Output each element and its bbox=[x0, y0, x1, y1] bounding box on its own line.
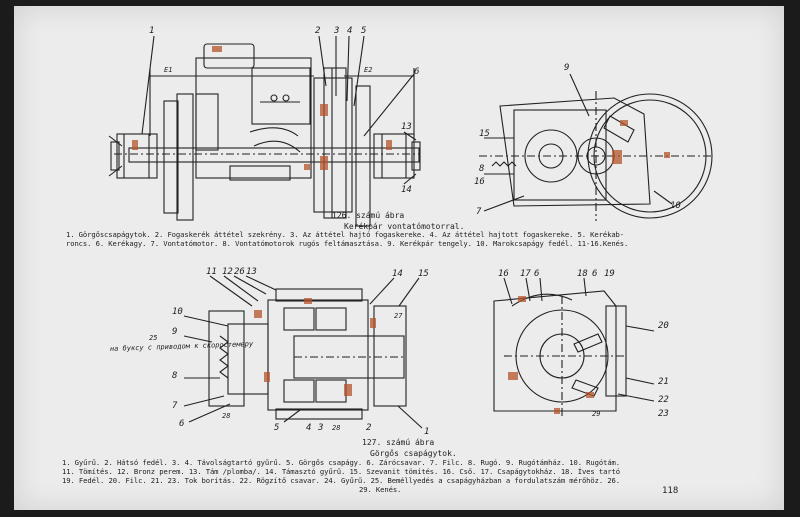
callout: 13 bbox=[401, 122, 412, 132]
document-page: 1 2 3 4 5 6 13 14 E1 E2 9 15 8 16 7 10 1… bbox=[14, 6, 784, 510]
callout: 16 bbox=[474, 177, 485, 187]
callout: 11 bbox=[206, 267, 217, 277]
bearing-box-end-view bbox=[493, 277, 655, 418]
callout: 19 bbox=[604, 269, 615, 279]
callout: 6 bbox=[534, 269, 539, 279]
callout: 10 bbox=[172, 307, 183, 317]
callout: 18 bbox=[577, 269, 588, 279]
callout: 4 bbox=[347, 26, 352, 36]
callout: 22 bbox=[658, 395, 669, 405]
callout: 9 bbox=[172, 327, 177, 337]
callout: 21 bbox=[658, 377, 669, 387]
callout: 14 bbox=[392, 269, 403, 279]
fig126-caption-line: roncs. 6. Kerékagy. 7. Vontatómotor. 8. … bbox=[66, 239, 629, 248]
callout: 8 bbox=[479, 164, 484, 174]
callout: 28 bbox=[222, 412, 230, 420]
callout: 29 bbox=[592, 410, 600, 418]
fig127-title: Görgős csapágytok. bbox=[370, 449, 457, 458]
side-view-drawing bbox=[479, 73, 714, 221]
callout: 2 bbox=[366, 423, 371, 433]
fig127-caption-line: 1. Gyűrű. 2. Hátsó fedél. 3. 4. Távolság… bbox=[62, 458, 620, 467]
callout: 7 bbox=[476, 207, 482, 217]
page-number: 118 bbox=[662, 486, 679, 496]
callout: 25 bbox=[149, 334, 157, 342]
callout: 4 bbox=[306, 423, 311, 433]
callout: 26 bbox=[234, 267, 245, 277]
callout: 2 bbox=[315, 26, 320, 36]
callout: 7 bbox=[172, 401, 178, 411]
handwritten-note: на буксу с приводом к скоростемеру bbox=[110, 340, 254, 353]
dim-label: E2 bbox=[364, 66, 372, 74]
callout: 5 bbox=[274, 423, 279, 433]
callout: 12 bbox=[222, 267, 233, 277]
callout: 3 bbox=[317, 423, 323, 433]
bearing-box-section bbox=[183, 275, 423, 429]
fig126-callouts: 1 2 3 4 5 6 13 14 E1 E2 9 15 8 16 7 10 bbox=[149, 26, 681, 217]
callout: 8 bbox=[172, 371, 177, 381]
fig127-caption-line: 11. Tömítés. 12. Bronz perem. 13. Tám /p… bbox=[62, 467, 620, 476]
callout: 20 bbox=[658, 321, 669, 331]
callout: 15 bbox=[418, 269, 429, 279]
callout: 27 bbox=[394, 312, 403, 320]
callout: 1 bbox=[424, 427, 429, 437]
callout: 6 bbox=[414, 67, 419, 77]
callout: 10 bbox=[670, 201, 681, 211]
fig127-caption-line: 19. Fedél. 20. Filc. 21. 23. Tok borítás… bbox=[62, 476, 620, 485]
callout: 1 bbox=[149, 26, 154, 36]
technical-drawings: 1 2 3 4 5 6 13 14 E1 E2 9 15 8 16 7 10 1… bbox=[108, 26, 714, 437]
wheelset-drawing bbox=[108, 35, 421, 227]
callout: 13 bbox=[246, 267, 257, 277]
callout: 28 bbox=[332, 424, 340, 432]
fig127-caption-line: 29. Kenés. bbox=[359, 485, 402, 494]
callout: 16 bbox=[498, 269, 509, 279]
callout: 17 bbox=[520, 269, 531, 279]
callout: 5 bbox=[361, 26, 366, 36]
callout: 9 bbox=[564, 63, 569, 73]
callout: 23 bbox=[658, 409, 669, 419]
fig126-caption-line: 1. Görgőscsapágytok. 2. Fogaskerék áttét… bbox=[66, 230, 624, 239]
callout: 6 bbox=[592, 269, 597, 279]
dim-label: E1 bbox=[164, 66, 172, 74]
callout: 14 bbox=[401, 185, 412, 195]
callout: 6 bbox=[179, 419, 184, 429]
fig126-title: Kerékpár vontatómotorral. bbox=[344, 222, 465, 231]
callout: 15 bbox=[479, 129, 490, 139]
fig126-number: 126. számú ábra bbox=[332, 211, 405, 220]
callout: 3 bbox=[333, 26, 339, 36]
fig127-number: 127. számú ábra bbox=[362, 438, 435, 447]
